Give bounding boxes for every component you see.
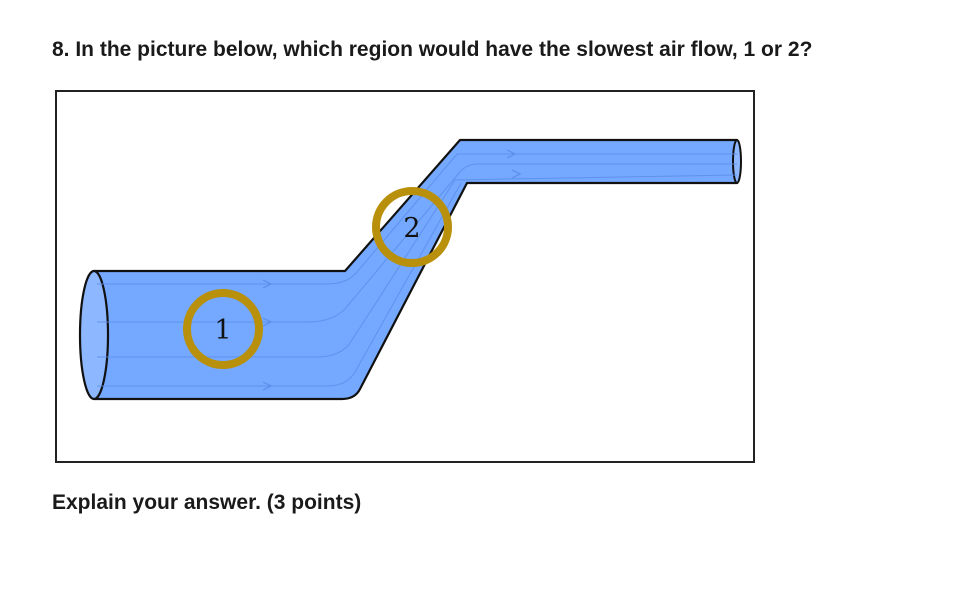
flow-arrows [262,149,522,391]
streamlines [97,153,738,387]
region-1-label: 1 [214,315,231,346]
region-2-marker: 2 [372,187,452,267]
explain-prompt: Explain your answer. (3 points) [52,491,362,514]
pipe-body [92,138,739,401]
pipe-inlet [78,269,110,401]
question-text: 8. In the picture below, which region wo… [52,38,813,61]
region-1-marker: 1 [183,289,263,369]
region-2-label: 2 [403,213,420,244]
pipe-diagram: 1 2 [78,138,742,401]
pipe-outlet [732,139,742,184]
airflow-pipe-figure: 1 2 [55,90,755,463]
